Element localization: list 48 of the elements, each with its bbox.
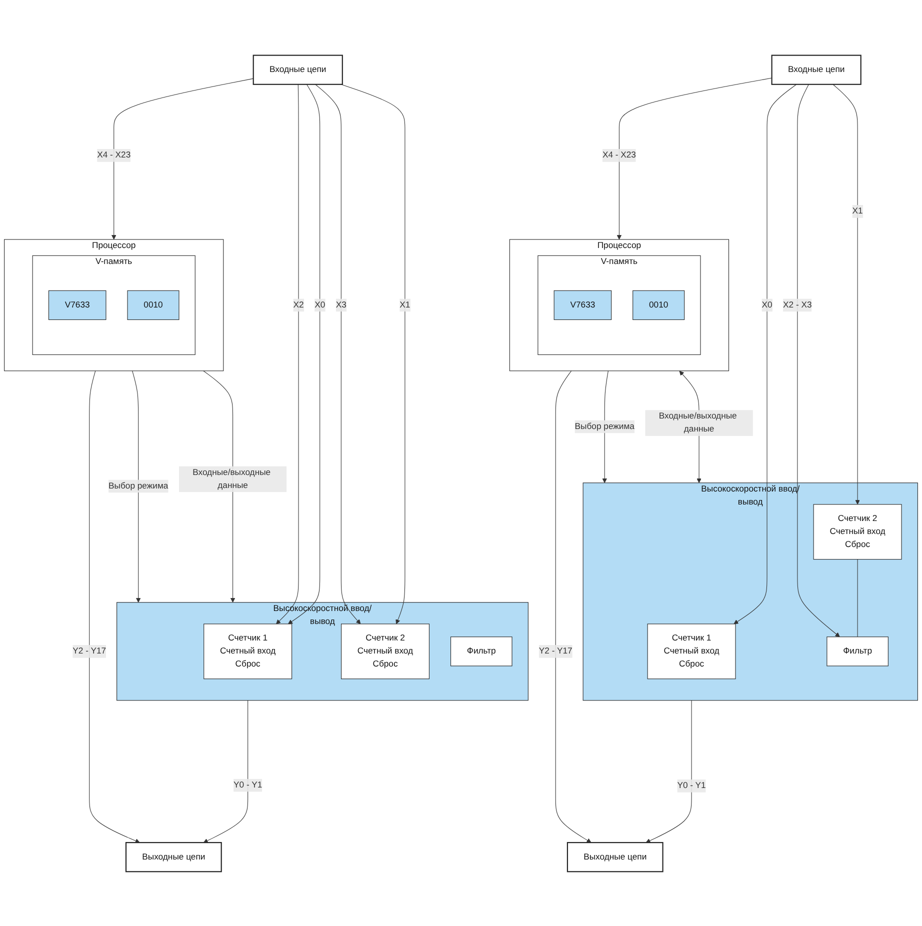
arrow bbox=[132, 370, 141, 602]
arrow bbox=[734, 84, 797, 624]
node-box: V7633 bbox=[48, 290, 106, 320]
edge-label: X4 - X23 bbox=[602, 150, 636, 160]
node-box: Выходные цепи bbox=[125, 842, 222, 872]
node-box: Выходные цепи bbox=[566, 842, 664, 872]
arrow bbox=[602, 370, 608, 483]
node-box: Фильтр bbox=[450, 636, 512, 666]
edge-label: X4 - X23 bbox=[97, 150, 131, 160]
edge-label: X1 bbox=[852, 206, 863, 216]
arrow bbox=[555, 370, 592, 842]
node-box: V7633 bbox=[554, 290, 612, 320]
node-box: Входные цепи bbox=[252, 54, 343, 84]
edge-label: Y0 - Y1 bbox=[234, 780, 262, 790]
arrow bbox=[203, 370, 236, 602]
edge-label: X0 bbox=[762, 300, 772, 309]
edge-label: Входные/выходные данные bbox=[658, 411, 737, 434]
arrow bbox=[340, 84, 406, 624]
arrow bbox=[89, 370, 140, 843]
arrow bbox=[616, 77, 772, 240]
arrow bbox=[646, 700, 692, 842]
arrow bbox=[315, 84, 361, 624]
edge-label: Y2 - Y17 bbox=[72, 646, 106, 656]
edge-label: X3 bbox=[336, 300, 346, 309]
node-box: 0010 bbox=[127, 290, 180, 320]
node-box: Входные цепи bbox=[771, 54, 862, 84]
connector bbox=[857, 558, 858, 637]
arrow bbox=[203, 700, 248, 842]
node-box: Счетчик 1 Счетный вход Сброс bbox=[204, 623, 292, 679]
edge-label: Выбор режима bbox=[108, 480, 168, 490]
edge-label: Y0 - Y1 bbox=[677, 780, 706, 790]
edge-label: X0 bbox=[314, 300, 326, 309]
node-box: Счетчик 2 Счетный вход Сброс bbox=[341, 623, 430, 679]
edge-label: Y2 - Y17 bbox=[538, 646, 572, 656]
arrow bbox=[288, 84, 320, 624]
edge-label: Выбор режима bbox=[574, 421, 634, 431]
arrow bbox=[797, 84, 840, 637]
node-box: Фильтр bbox=[826, 636, 888, 666]
edge-label: X2 - X3 bbox=[783, 300, 812, 309]
edge-label: X1 bbox=[400, 300, 410, 309]
arrow bbox=[112, 78, 254, 240]
arrow bbox=[832, 84, 860, 504]
node-box: Счетчик 1 Счетный вход Сброс bbox=[647, 623, 736, 679]
arrow bbox=[276, 84, 299, 624]
node-box: Счетчик 2 Счетный вход Сброс bbox=[813, 504, 902, 560]
edge-label: X2 bbox=[293, 300, 304, 309]
node-box: 0010 bbox=[632, 290, 685, 320]
edge-label: Входные/выходные данные bbox=[192, 467, 271, 490]
